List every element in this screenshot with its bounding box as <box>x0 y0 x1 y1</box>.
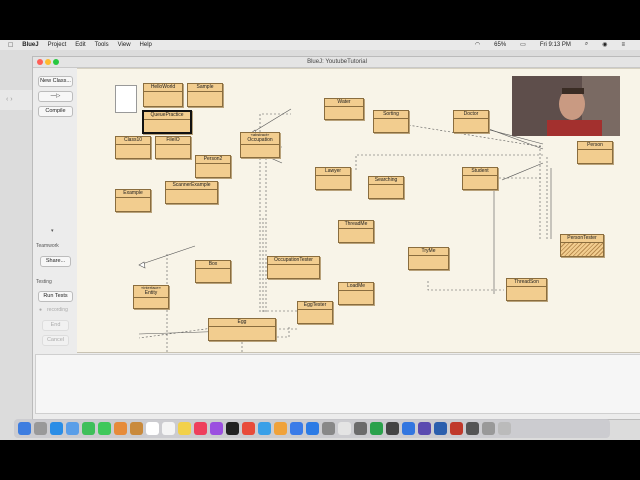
testing-label: Testing <box>36 279 52 285</box>
macos-menubar:  BlueJ Project Edit Tools View Help ◠ 6… <box>0 40 640 50</box>
contacts-icon[interactable] <box>130 422 143 435</box>
word-icon[interactable] <box>434 422 447 435</box>
downloads-icon[interactable] <box>482 422 495 435</box>
keynote-icon[interactable] <box>290 422 303 435</box>
mail-icon[interactable] <box>66 422 79 435</box>
spotify-icon[interactable] <box>370 422 383 435</box>
class-fileio[interactable]: FileIO <box>155 136 191 159</box>
desktop:  BlueJ Project Edit Tools View Help ◠ 6… <box>0 40 640 440</box>
class-water[interactable]: Water <box>324 98 364 120</box>
teamwork-label: Teamwork <box>36 243 59 249</box>
menu-edit[interactable]: Edit <box>70 42 85 48</box>
menu-project[interactable]: Project <box>42 42 67 48</box>
notes-icon[interactable] <box>178 422 191 435</box>
class-helloworld[interactable]: HelloWorld <box>143 83 183 107</box>
dependency-arrows <box>138 108 552 352</box>
class-eggtester[interactable]: EggTester <box>297 301 333 324</box>
class-scannerexample[interactable]: ScannerExample <box>165 181 218 204</box>
end-button[interactable]: End <box>42 320 69 331</box>
numbers-icon[interactable] <box>258 422 271 435</box>
finder-icon[interactable] <box>18 422 31 435</box>
class-sample[interactable]: Sample <box>187 83 223 107</box>
close-window-icon[interactable] <box>37 59 43 65</box>
share-button[interactable]: Share... <box>40 256 71 267</box>
battery-percent: 65% <box>494 41 507 48</box>
person-video-image <box>512 76 620 136</box>
photos-icon[interactable] <box>114 422 127 435</box>
class-occupationtester[interactable]: OccupationTester <box>267 256 320 279</box>
chrome-icon[interactable] <box>338 422 351 435</box>
class-entity[interactable]: «interface»Entity <box>133 285 169 309</box>
calendar-icon[interactable] <box>146 422 159 435</box>
output-area[interactable] <box>35 354 640 414</box>
terminal-icon[interactable] <box>386 422 399 435</box>
collapse-arrow-icon[interactable]: ▾ <box>51 228 54 234</box>
pages-icon[interactable] <box>274 422 287 435</box>
app-store-icon[interactable] <box>306 422 319 435</box>
menu-help[interactable]: Help <box>134 42 152 48</box>
reminders-icon[interactable] <box>162 422 175 435</box>
music-icon[interactable] <box>194 422 207 435</box>
new-class-button[interactable]: New Class... <box>38 76 73 87</box>
macos-dock <box>14 419 610 438</box>
class-doctor[interactable]: Doctor <box>453 110 489 133</box>
class-person2[interactable]: Person2 <box>195 155 231 178</box>
class-searching[interactable]: Searching <box>368 176 404 199</box>
safari-icon[interactable] <box>50 422 63 435</box>
back-arrow-icon: ‹ › <box>6 96 13 103</box>
class-threadme[interactable]: ThreadMe <box>338 220 374 243</box>
menu-view[interactable]: View <box>112 42 131 48</box>
class-person[interactable]: Person <box>577 141 613 164</box>
clock[interactable]: Fri 9:13 PM <box>539 41 571 48</box>
run-tests-button[interactable]: Run Tests <box>38 291 73 302</box>
class-queuepractice[interactable]: QueuePractice <box>142 110 192 134</box>
class-student[interactable]: Student <box>462 167 498 190</box>
recording-label: recording <box>47 307 68 313</box>
messages-icon[interactable] <box>98 422 111 435</box>
zoom-icon[interactable] <box>402 422 415 435</box>
battery-icon[interactable]: ▭ <box>520 42 526 48</box>
class-box[interactable]: Box <box>195 260 231 283</box>
facetime-icon[interactable] <box>82 422 95 435</box>
recording-indicator-icon: ● <box>39 307 43 313</box>
minimize-window-icon[interactable] <box>45 59 51 65</box>
compile-button[interactable]: Compile <box>38 106 73 117</box>
news-icon[interactable] <box>242 422 255 435</box>
wifi-icon[interactable]: ◠ <box>474 42 481 48</box>
acrobat-icon[interactable] <box>450 422 463 435</box>
background-window-edge: ‹ › <box>0 90 32 110</box>
class-egg[interactable]: Egg <box>208 318 276 341</box>
class-tryme[interactable]: TryMe <box>408 247 449 270</box>
package-doc-icon[interactable] <box>115 85 137 113</box>
class-loadme[interactable]: LoadMe <box>338 282 374 305</box>
new-arrow-button[interactable]: —▷ <box>38 91 73 102</box>
class-persontester[interactable]: PersonTester <box>560 234 604 257</box>
window-titlebar: BlueJ: YoutubeTutorial <box>33 57 640 68</box>
app-icon[interactable] <box>418 422 431 435</box>
cancel-button[interactable]: Cancel <box>42 335 69 346</box>
menu-tools[interactable]: Tools <box>89 42 109 48</box>
class-occupation[interactable]: «abstract»Occupation <box>240 132 280 158</box>
window-title: BlueJ: YoutubeTutorial <box>307 59 367 65</box>
zoom-window-icon[interactable] <box>53 59 59 65</box>
bluej-icon[interactable] <box>466 422 479 435</box>
class-lawyer[interactable]: Lawyer <box>315 167 351 190</box>
class-example[interactable]: Example <box>115 189 151 212</box>
webcam-overlay <box>512 76 620 136</box>
apple-icon[interactable]:  <box>8 42 13 49</box>
class-threadson[interactable]: ThreadSon <box>506 278 547 301</box>
class-class10[interactable]: Class10 <box>115 136 151 159</box>
system-preferences-icon[interactable] <box>322 422 335 435</box>
tv-icon[interactable] <box>226 422 239 435</box>
search-icon[interactable]: ⌕ <box>584 41 589 47</box>
class-sorting[interactable]: Sorting <box>373 110 409 133</box>
menu-app-name[interactable]: BlueJ <box>17 42 38 48</box>
launchpad-icon[interactable] <box>34 422 47 435</box>
utility-icon[interactable] <box>354 422 367 435</box>
control-center-icon[interactable]: ≡ <box>621 41 625 48</box>
podcasts-icon[interactable] <box>210 422 223 435</box>
trash-icon[interactable] <box>498 422 511 435</box>
status-area: ◠ 65% ▭ Fri 9:13 PM ⌕ ◉ ≡ <box>475 41 634 48</box>
user-icon[interactable]: ◉ <box>602 42 608 48</box>
